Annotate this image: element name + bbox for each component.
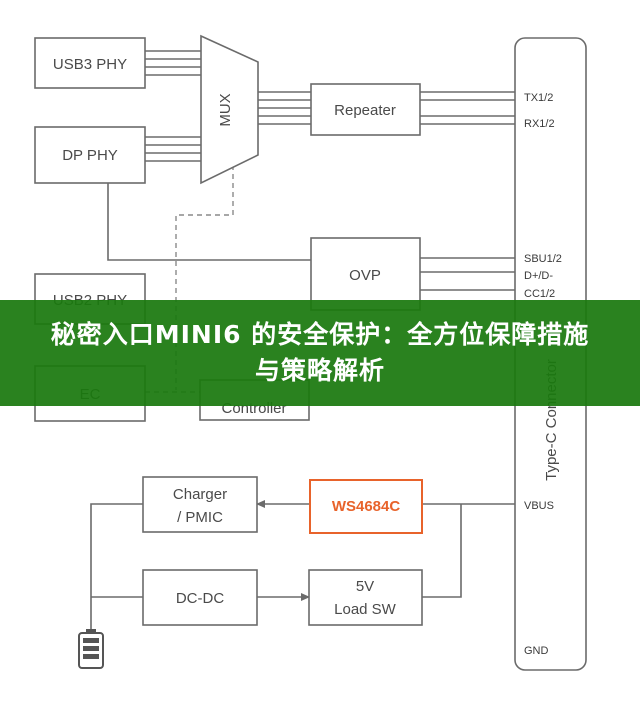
repeater-label: Repeater bbox=[334, 102, 396, 119]
pin-vbus: VBUS bbox=[524, 500, 554, 512]
dcdc-label: DC-DC bbox=[176, 590, 224, 607]
pin-tx: TX1/2 bbox=[524, 92, 553, 104]
mux-label: MUX bbox=[217, 93, 234, 126]
ovp-block: OVP bbox=[310, 237, 421, 311]
charger-label: Charger bbox=[173, 486, 227, 503]
pmic-label: / PMIC bbox=[177, 509, 223, 526]
load-sw-label: Load SW bbox=[334, 601, 397, 618]
mux-block: MUX bbox=[200, 34, 259, 185]
dp-phy-label: DP PHY bbox=[62, 147, 118, 164]
load-switch-block: 5V Load SW bbox=[308, 569, 423, 626]
usb3-phy-block: USB3 PHY bbox=[34, 37, 146, 89]
banner-title: 秘密入口MINI6 的安全保护：全方位保障措施与策略解析 bbox=[50, 320, 590, 385]
pin-dpdm: D+/D- bbox=[524, 270, 553, 282]
pin-cc: CC1/2 bbox=[524, 288, 555, 300]
battery-icon bbox=[78, 629, 104, 669]
title-banner: 秘密入口MINI6 的安全保护：全方位保障措施与策略解析 bbox=[0, 300, 640, 406]
charger-pmic-block: Charger / PMIC bbox=[142, 476, 258, 533]
repeater-block: Repeater bbox=[310, 83, 421, 136]
ws4684c-block: WS4684C bbox=[309, 479, 423, 534]
usb3-phy-label: USB3 PHY bbox=[53, 56, 127, 73]
load-sw-5v-label: 5V bbox=[356, 578, 374, 595]
dcdc-block: DC-DC bbox=[142, 569, 258, 626]
pin-sbu: SBU1/2 bbox=[524, 253, 562, 265]
dp-phy-block: DP PHY bbox=[34, 126, 146, 184]
connections bbox=[90, 50, 515, 630]
pin-gnd: GND bbox=[524, 645, 549, 657]
ovp-label: OVP bbox=[349, 267, 381, 284]
pin-rx: RX1/2 bbox=[524, 118, 555, 130]
ws4684c-label: WS4684C bbox=[332, 498, 401, 515]
